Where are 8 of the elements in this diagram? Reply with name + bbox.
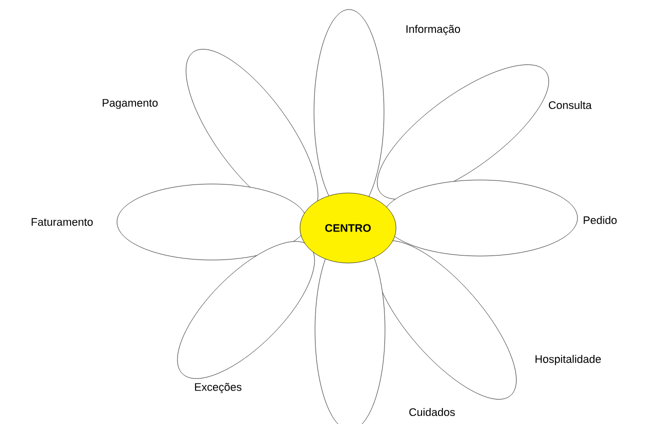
petal-label: Hospitalidade [536, 354, 601, 366]
petal-label: Exceções [195, 382, 242, 394]
petal-label: Pagamento [102, 99, 158, 109]
petal-label: Informação [406, 24, 460, 36]
petal-label: Pedido [584, 216, 617, 224]
petal-label: Consulta [548, 100, 592, 110]
petal-label: Faturamento [32, 218, 93, 226]
petal-label: Cuidados [409, 408, 455, 416]
